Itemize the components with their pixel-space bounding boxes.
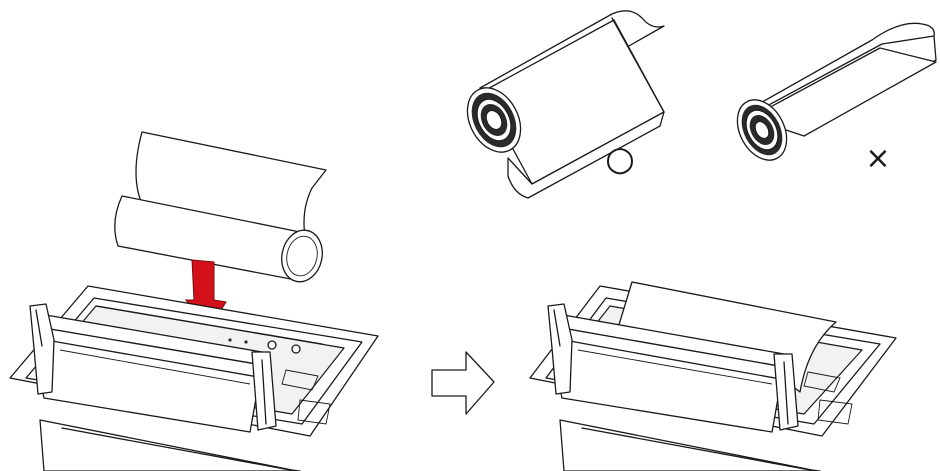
right-arrow-icon: [431, 351, 495, 415]
wrong-roll-illustration: [736, 22, 937, 161]
correct-mark: ○: [605, 139, 635, 179]
printer-with-paper-illustration: [529, 281, 897, 471]
printer-open-illustration: [9, 285, 379, 471]
paper-roll-illustration: [114, 131, 327, 283]
wrong-mark: ×: [865, 141, 890, 176]
correct-roll-illustration: [466, 10, 665, 199]
